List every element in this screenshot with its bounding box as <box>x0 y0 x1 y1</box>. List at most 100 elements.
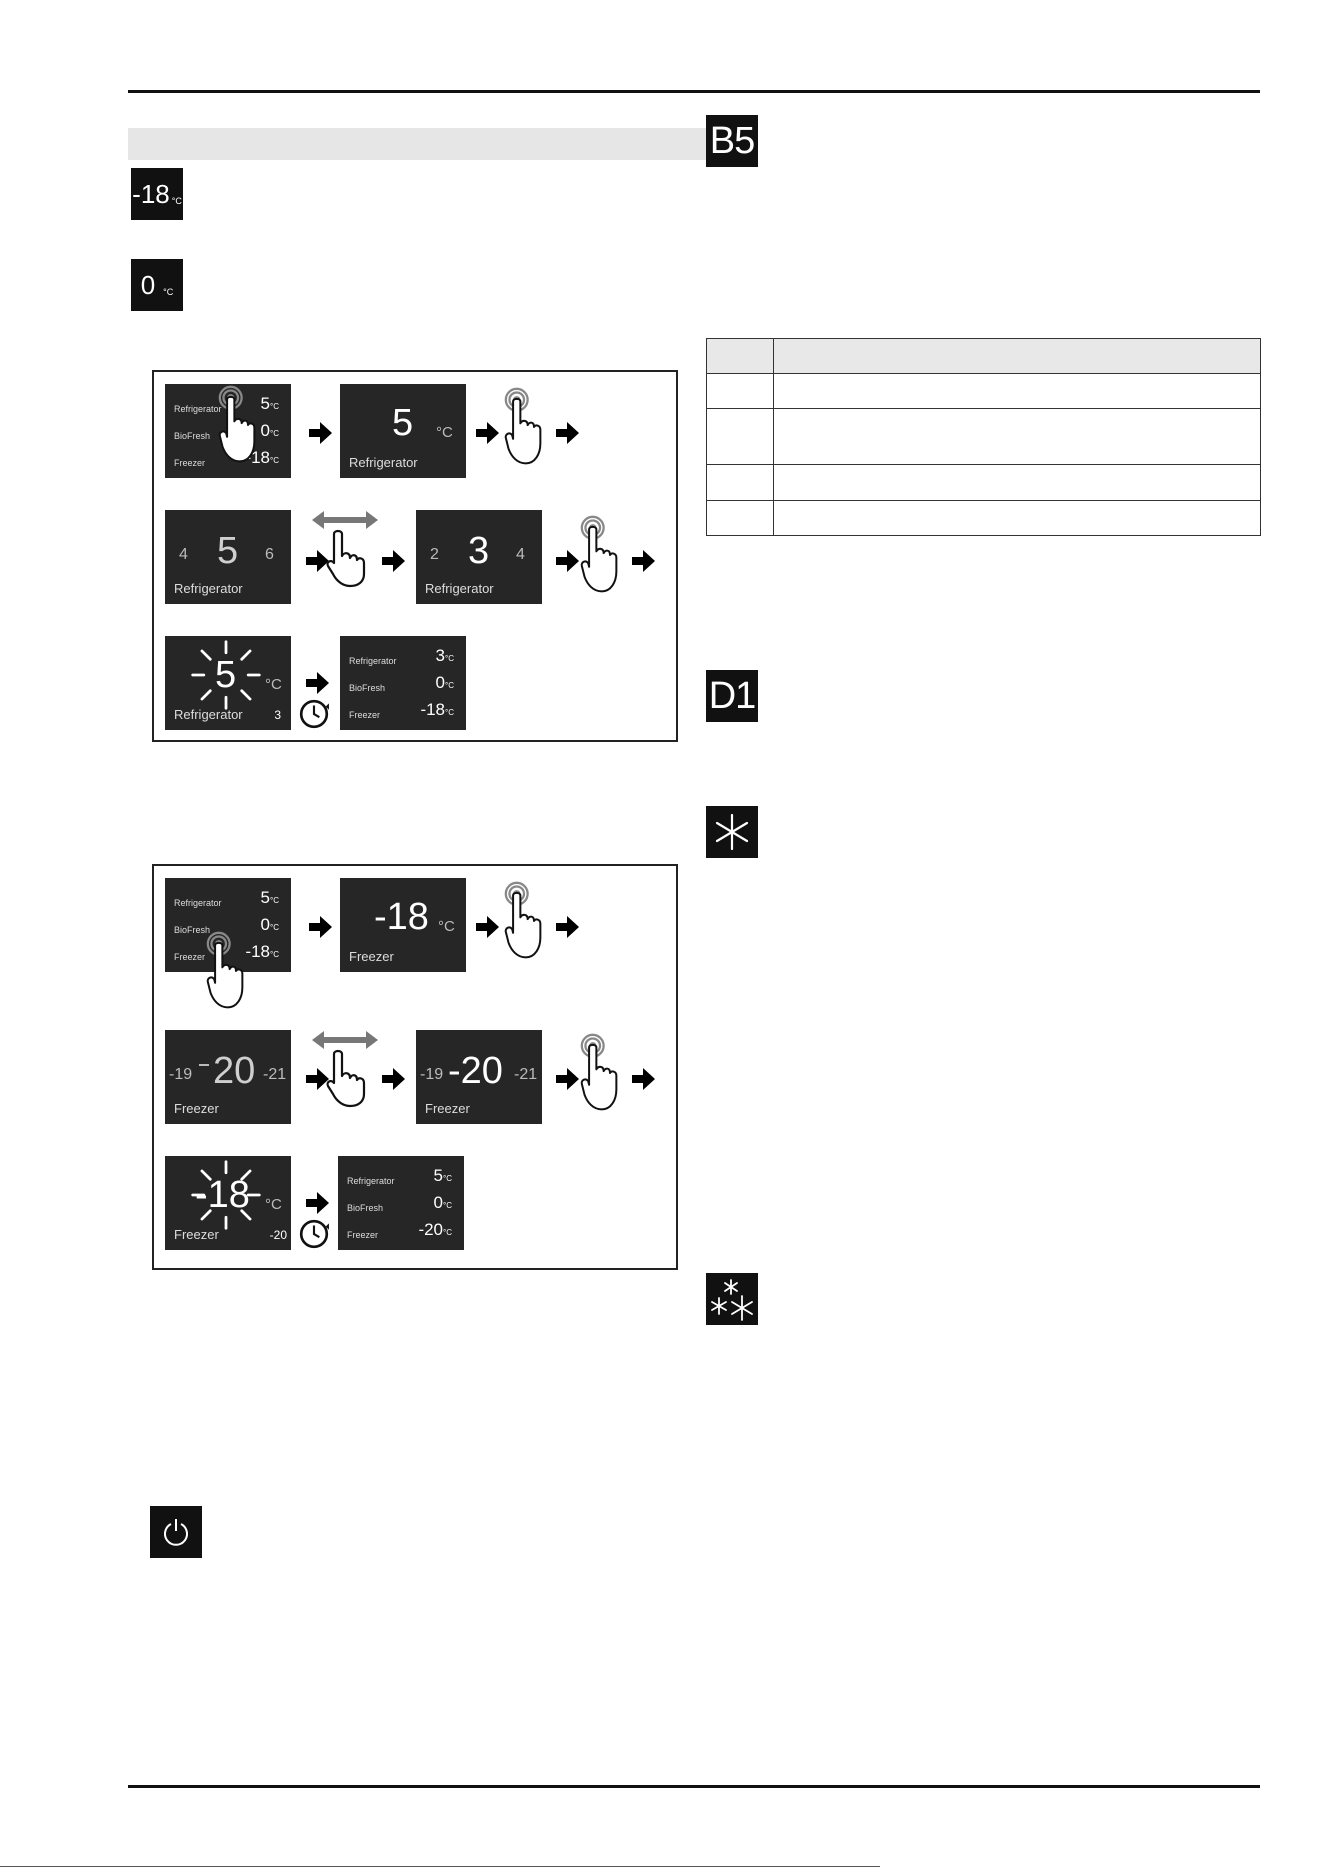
result-display: Refrigerator 5°C BioFresh 0°C Freezer -2… <box>338 1156 464 1250</box>
current-value: 3 <box>468 530 490 572</box>
tap-hand-icon <box>218 384 258 466</box>
flashing-value: -18 <box>195 1174 250 1216</box>
arrow-right-icon <box>554 1066 580 1092</box>
previous-value: 4 <box>179 546 188 563</box>
freezer-label: Freezer <box>347 1230 379 1240</box>
biofresh-value: 0°C <box>435 673 454 692</box>
previous-value: 2 <box>430 546 439 563</box>
power-symbol <box>150 1506 202 1558</box>
refrigerator-label: Refrigerator <box>347 1176 395 1186</box>
arrow-right-icon <box>474 420 500 446</box>
tag-b5: B5 <box>706 115 758 167</box>
biofresh-label: BioFresh <box>174 431 211 441</box>
previous-value: -19 <box>169 1066 193 1083</box>
new-value: -20 <box>269 1228 287 1242</box>
next-value: -21 <box>514 1066 538 1083</box>
swipe-hand-icon <box>310 1028 380 1108</box>
selected-value: -18 <box>374 896 429 938</box>
biofresh-temperature-value: 0 <box>140 270 156 300</box>
snowflake-icon <box>715 813 749 851</box>
scroll-before-display: -19 20 -21 Freezer <box>165 1030 291 1124</box>
table-row <box>706 464 1261 501</box>
overview-display: Refrigerator 5°C BioFresh 0°C Freezer -1… <box>165 878 291 972</box>
scroll-after-display: -19 -20 -21 Freezer <box>416 1030 542 1124</box>
timer-clock-icon <box>298 1218 330 1250</box>
scroll-before-display: 4 5 6 Refrigerator <box>165 510 291 604</box>
confirm-display: 5 °C Refrigerator 3 <box>165 636 291 730</box>
arrow-right-icon <box>554 420 580 446</box>
tap-hand-icon <box>504 386 544 468</box>
biofresh-label: BioFresh <box>349 683 386 693</box>
crop-line <box>0 1866 880 1867</box>
tap-hand-icon <box>504 880 544 962</box>
freezer-label: Freezer <box>174 458 206 468</box>
refrigerator-value: 5°C <box>260 394 279 413</box>
arrow-right-icon <box>304 670 330 696</box>
arrow-right-icon <box>554 548 580 574</box>
supercool-symbol <box>706 806 758 858</box>
result-display: Refrigerator 3°C BioFresh 0°C Freezer -1… <box>340 636 466 730</box>
arrow-right-icon <box>474 914 500 940</box>
arrow-right-icon <box>307 420 333 446</box>
selected-display: 5 °C Refrigerator <box>340 384 466 478</box>
freezer-temperature-symbol: -18 °C <box>131 168 183 220</box>
refrigerator-value: 5°C <box>260 888 279 907</box>
top-rule <box>128 90 1260 93</box>
power-icon <box>164 1519 188 1546</box>
freezer-value: -18°C <box>420 700 454 719</box>
zone-name: Refrigerator <box>174 581 243 596</box>
confirm-unit: °C <box>265 1196 282 1213</box>
freezer-temperature-value: -18 <box>132 179 170 209</box>
biofresh-value: 0°C <box>433 1193 452 1212</box>
freezer-label: Freezer <box>349 710 381 720</box>
confirm-unit: °C <box>265 676 282 693</box>
section-heading-band <box>128 128 710 160</box>
arrow-right-icon <box>307 914 333 940</box>
current-value: 5 <box>217 530 239 572</box>
refrigerator-value: 3°C <box>435 646 454 665</box>
tap-hand-icon <box>206 930 246 1012</box>
current-value: -20 <box>448 1050 503 1092</box>
selected-unit: °C <box>436 424 453 441</box>
arrow-right-icon <box>380 1066 406 1092</box>
table-row <box>706 373 1261 409</box>
arrow-right-icon <box>554 914 580 940</box>
freezer-label: Freezer <box>174 952 206 962</box>
refrigerator-label: Refrigerator <box>174 404 222 414</box>
tag-d1: D1 <box>706 670 758 722</box>
selected-unit: °C <box>438 918 455 935</box>
biofresh-value: 0°C <box>260 421 279 440</box>
biofresh-value: 0°C <box>260 915 279 934</box>
selected-display: -18 °C Freezer <box>340 878 466 972</box>
new-value: 3 <box>274 708 281 722</box>
info-table <box>706 338 1261 536</box>
refrigerator-label: Refrigerator <box>174 898 222 908</box>
swipe-hand-icon <box>310 508 380 588</box>
next-value: -21 <box>263 1066 287 1083</box>
superfrost-symbol <box>706 1273 758 1325</box>
biofresh-temperature-symbol: 0 °C <box>131 259 183 311</box>
zone-name: Refrigerator <box>174 707 243 722</box>
zone-name: Freezer <box>174 1227 219 1242</box>
biofresh-temperature-unit: °C <box>163 287 174 297</box>
bottom-rule <box>128 1785 1260 1788</box>
freezer-setting-figure: Refrigerator 5°C BioFresh 0°C Freezer -1… <box>152 864 678 1270</box>
biofresh-label: BioFresh <box>174 925 211 935</box>
arrow-right-icon <box>304 1190 330 1216</box>
current-value: 20 <box>213 1050 256 1092</box>
dash-divider <box>199 1064 209 1066</box>
refrigerator-setting-figure: Refrigerator 5°C BioFresh 0°C Freezer -1… <box>152 370 678 742</box>
arrow-right-icon <box>630 548 656 574</box>
arrow-right-icon <box>380 548 406 574</box>
scroll-after-display: 2 3 4 Refrigerator <box>416 510 542 604</box>
table-row <box>706 500 1261 536</box>
flashing-value: 5 <box>215 654 237 696</box>
freezer-value: -20°C <box>418 1220 452 1239</box>
tap-hand-icon <box>580 514 620 596</box>
refrigerator-value: 5°C <box>433 1166 452 1185</box>
freezer-temperature-unit: °C <box>171 196 182 206</box>
zone-name: Refrigerator <box>425 581 494 596</box>
tap-hand-icon <box>580 1032 620 1114</box>
next-value: 6 <box>265 546 274 563</box>
table-row <box>706 408 1261 465</box>
